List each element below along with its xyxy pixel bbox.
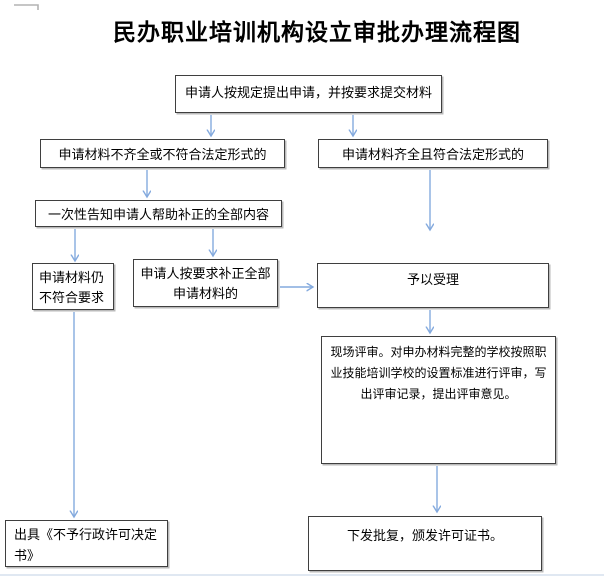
flow-node-accept-application-label: 予以受理	[406, 272, 459, 287]
flow-node-onsite-review-label: 现场评审。对申办材料完整的学校按照职业技能培训学校的设置标准进行评审，写出评审记…	[330, 345, 547, 401]
flow-node-deny-decision: 出具《不予行政许可决定书》	[5, 520, 168, 567]
flow-node-one-time-notice: 一次性告知申请人帮助补正的全部内容	[35, 200, 282, 227]
flow-node-apply-label: 申请人按规定提出申请，并按要求提交材料	[184, 85, 432, 100]
flow-node-still-noncompliant: 申请材料仍不符合要求	[32, 263, 114, 310]
flow-node-incomplete-materials: 申请材料不齐全或不符合法定形式的	[40, 139, 285, 168]
flow-node-complete-materials: 申请材料齐全且符合法定形式的	[318, 139, 548, 168]
flow-node-still-noncompliant-label: 申请材料仍不符合要求	[39, 270, 105, 305]
flow-node-corrected-materials: 申请人按要求补正全部申请材料的	[133, 259, 278, 307]
flow-node-issue-license: 下发批复，颁发许可证书。	[308, 516, 542, 571]
flow-node-corrected-materials-label: 申请人按要求补正全部申请材料的	[140, 266, 271, 301]
page-title: 民办职业培训机构设立审批办理流程图	[113, 20, 521, 45]
flow-node-issue-license-label: 下发批复，颁发许可证书。	[346, 528, 503, 543]
page-corner-mark	[14, 4, 39, 10]
flow-node-complete-materials-label: 申请材料齐全且符合法定形式的	[341, 147, 524, 162]
flow-node-apply: 申请人按规定提出申请，并按要求提交材料	[175, 75, 442, 113]
flow-node-deny-decision-label: 出具《不予行政许可决定书》	[14, 527, 158, 563]
flow-node-accept-application: 予以受理	[317, 263, 549, 308]
flow-node-one-time-notice-label: 一次性告知申请人帮助补正的全部内容	[47, 207, 269, 222]
flow-node-incomplete-materials-label: 申请材料不齐全或不符合法定形式的	[58, 147, 267, 162]
flow-node-onsite-review: 现场评审。对申办材料完整的学校按照职业技能培训学校的设置标准进行评审，写出评审记…	[321, 336, 556, 464]
